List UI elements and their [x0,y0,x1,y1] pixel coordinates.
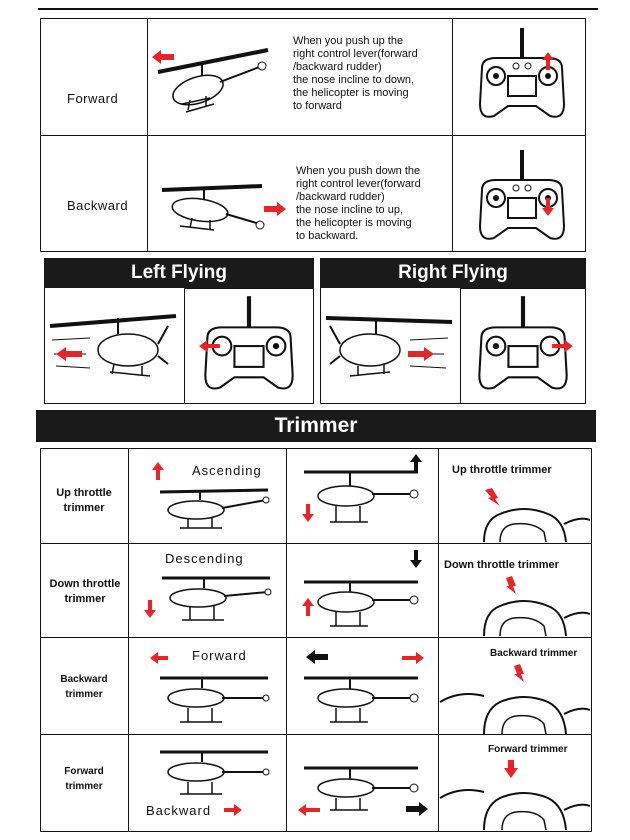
backward-label: Backward [67,198,129,213]
right-flying-controller-cell [460,288,586,404]
left-flying-controller-cell [184,288,314,404]
helicopter-descending-side-illustration [304,580,419,627]
left-arrow-black-icon [306,650,328,664]
forward-label: Forward [67,91,119,106]
trimmer-row-label-up-throttle: Up throttle trimmer [56,487,112,514]
down-arrow-icon [302,504,314,522]
left-flying-title: Left Flying [44,258,314,288]
left-arrow-icon [298,804,320,816]
helicopter-forward-illustration [157,48,269,113]
right-arrow-black-icon [406,802,428,816]
controller-closeup-up-throttle [483,488,591,543]
trimmer-motion-ascending: Ascending [192,463,262,478]
trimmer-row-divider-2 [40,637,592,638]
controller-backward-illustration [478,150,566,240]
trimmer-title: Trimmer [36,410,596,442]
trimmer-motion-backward: Backward [146,803,212,818]
controller-forward-illustration [478,28,566,118]
controller-closeup-down-throttle [483,576,591,637]
forward-description: When you push up the right control lever… [293,35,418,112]
backward-arrow-icon [264,202,286,216]
backward-label-cell [40,135,148,252]
up-arrow-icon [302,598,314,616]
up-arrow-icon [152,462,164,480]
helicopter-ascending-side-illustration [304,470,419,523]
controller-closeup-backward-trim [439,664,591,735]
trimmer-col-divider-2 [286,448,287,832]
right-arrow-icon [224,804,242,816]
trimmer-name-down-throttle: Down throttle trimmer [444,559,559,571]
trimmer-row-label-down-throttle: Down throttle trimmer [49,578,121,605]
trimmer-motion-forward: Forward [192,648,247,663]
trimmer-row-divider-3 [40,734,592,735]
right-arrow-icon [402,652,424,664]
helicopter-right-flying-illustration [325,316,453,377]
helicopter-left-flying-illustration [49,314,177,377]
controller-left-flying-illustration [199,296,294,390]
trimmer-table [40,448,592,832]
helicopter-ascending-illustration [159,488,270,529]
trimmer-name-forward: Forward trimmer [488,744,568,755]
trimmer-row-label-backward: Backward trimmer [60,674,108,700]
trimmer-col-divider-1 [128,448,129,832]
helicopter-backward-illustration [161,184,265,231]
helicopter-forward-trim-illustration [160,676,270,723]
up-arrow-black-icon [410,454,422,472]
trimmer-row-divider-1 [40,543,592,544]
trimmer-motion-descending: Descending [165,551,244,566]
forward-arrow-icon [152,50,174,64]
helicopter-backward-trim-side-illustration [304,766,419,811]
top-rule [38,8,598,10]
backward-description: When you push down the right control lev… [296,165,421,242]
forward-label-cell [40,18,148,136]
controller-closeup-forward-trim [439,760,591,831]
backward-controller-cell [452,135,586,252]
left-arrow-icon [150,652,168,664]
right-flying-title: Right Flying [320,258,586,288]
trimmer-col-divider-3 [438,448,439,832]
helicopter-forward-trim-side-illustration [304,676,419,723]
trimmer-name-backward: Backward trimmer [490,648,578,659]
controller-right-flying-illustration [478,296,573,390]
helicopter-backward-trim-illustration [160,750,270,795]
trimmer-name-up-throttle: Up throttle trimmer [452,464,552,476]
down-arrow-black-icon [410,550,422,568]
helicopter-descending-illustration [162,576,272,621]
down-arrow-icon [144,600,156,618]
trimmer-row-label-forward: Forward trimmer [64,766,104,792]
